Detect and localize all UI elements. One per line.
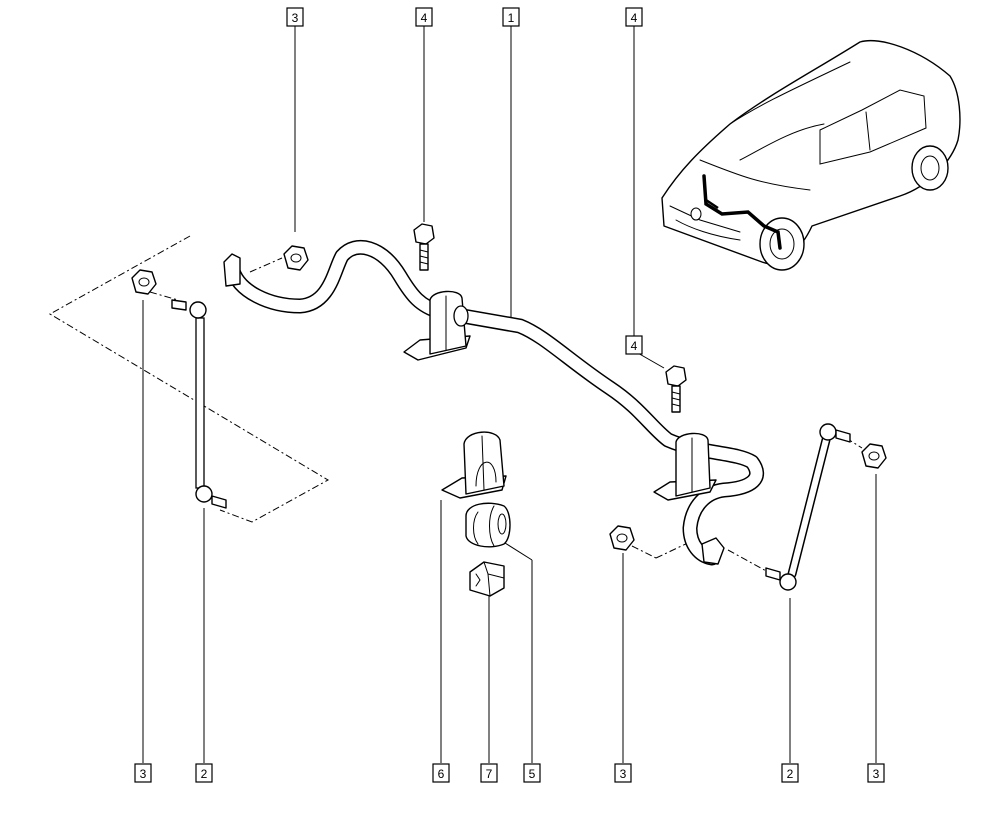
- bracket-loose: [441, 431, 507, 499]
- callout-label: 7: [486, 767, 493, 781]
- callout-bot-6: 6: [432, 763, 450, 783]
- link-rod-left: [171, 299, 227, 509]
- callout-label: 2: [201, 767, 208, 781]
- anti-roll-bar: [223, 239, 765, 566]
- leader-lines: [142, 26, 877, 763]
- alignment-dash-lines: [48, 235, 863, 573]
- nut-bottom-center: [609, 525, 635, 551]
- callout-top-1: 1: [502, 7, 520, 27]
- vehicle-location-inset: [661, 39, 961, 271]
- callout-label: 3: [292, 11, 299, 25]
- callout-bot-3b: 3: [614, 763, 632, 783]
- callout-top-4a: 4: [415, 7, 433, 27]
- nut-left: [131, 269, 157, 295]
- callout-label: 3: [140, 767, 147, 781]
- nut-top-center: [283, 245, 309, 271]
- callout-bot-2b: 2: [781, 763, 799, 783]
- callout-label: 4: [631, 339, 638, 353]
- bolt-right: [665, 365, 687, 413]
- callout-mid-4: 4: [625, 335, 643, 355]
- callout-label: 5: [529, 767, 536, 781]
- callout-label: 4: [631, 11, 638, 25]
- callout-bot-3c: 3: [867, 763, 885, 783]
- callout-top-3: 3: [286, 7, 304, 27]
- installed-bearing-left: [403, 290, 471, 361]
- callout-label: 2: [787, 767, 794, 781]
- callout-label: 3: [873, 767, 880, 781]
- nut-right: [861, 443, 887, 469]
- callout-label: 4: [421, 11, 428, 25]
- callout-bot-2a: 2: [195, 763, 213, 783]
- bolt-top-left: [413, 223, 435, 271]
- callout-bot-3a: 3: [134, 763, 152, 783]
- bush: [465, 502, 511, 548]
- callout-bot-5: 5: [523, 763, 541, 783]
- callout-bot-7: 7: [480, 763, 498, 783]
- callout-label: 6: [438, 767, 445, 781]
- installed-bearing-right: [653, 432, 717, 501]
- callout-top-4b: 4: [625, 7, 643, 27]
- callout-label: 1: [508, 11, 515, 25]
- callout-label: 3: [620, 767, 627, 781]
- link-rod-right: [765, 423, 851, 591]
- clip-cap: [469, 561, 505, 597]
